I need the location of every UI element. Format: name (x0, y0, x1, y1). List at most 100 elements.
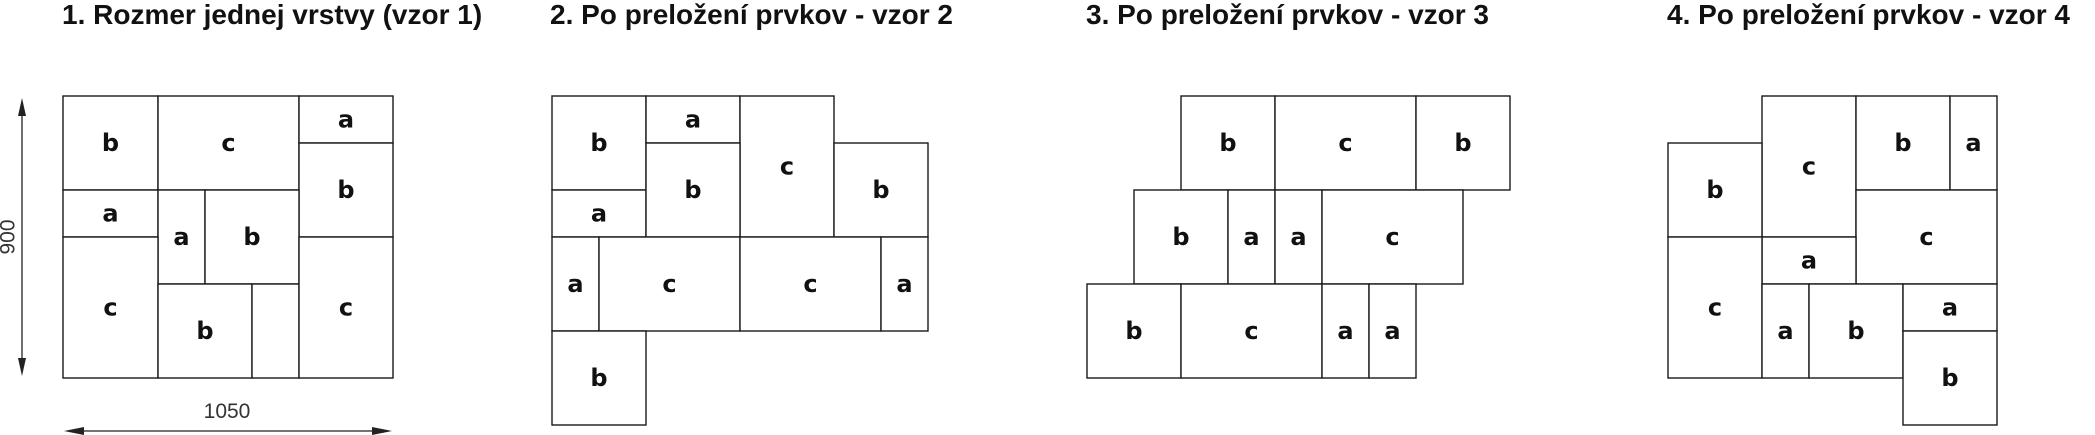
diagram-1: 1. Rozmer jednej vrstvy (vzor 1) b c a a… (0, 0, 482, 435)
diagram-1-tile: b (62, 95, 159, 191)
diagram-2-tile: b (551, 95, 647, 191)
tile-label: a (591, 200, 607, 228)
diagram-2-tile: c (739, 236, 882, 332)
diagram-1-tile: b (157, 283, 253, 379)
diagram-2-tile: b (551, 330, 647, 426)
diagram-4-tile: c (1855, 189, 1998, 285)
tile-label: b (196, 317, 213, 345)
tile-label: a (173, 223, 189, 251)
tile-label: a (1777, 317, 1793, 345)
diagram-2-tile: a (645, 95, 741, 144)
tile-label: c (221, 129, 235, 157)
tile-label: c (662, 270, 676, 298)
diagram-3-tile: a (1227, 189, 1276, 285)
diagram-4-tile: c (1761, 95, 1857, 238)
diagram-2-tile: b (833, 142, 929, 238)
tile-label: b (590, 364, 607, 392)
diagram-1-tile (251, 283, 300, 379)
height-dimension: 900 (0, 98, 26, 376)
diagram-3-tile: b (1415, 95, 1511, 191)
diagram-4-tile: b (1808, 283, 1904, 379)
tile-label: c (1708, 294, 1722, 322)
diagram-1-tile: c (62, 236, 159, 379)
diagram-4-tile: a (1902, 283, 1998, 332)
tile-label: c (780, 153, 794, 181)
tile-label: b (684, 176, 701, 204)
diagram-3-tile: c (1274, 95, 1417, 191)
tile-label: c (803, 270, 817, 298)
tile-label: a (567, 270, 583, 298)
diagram-2-tile: c (739, 95, 835, 238)
tile-label: b (872, 176, 889, 204)
tile-label: a (1965, 129, 1981, 157)
tile-label: b (1125, 317, 1142, 345)
tile-label: b (1219, 129, 1236, 157)
tile-label: a (102, 200, 118, 228)
width-label: 1050 (204, 400, 251, 423)
diagram-3: 3. Po preložení prvkov - vzor 3 b c b b … (1086, 0, 1511, 379)
diagram-2-tile: a (551, 236, 600, 332)
tile-label: b (1941, 364, 1958, 392)
diagram-1-tile: b (204, 189, 300, 285)
tile-label: b (1172, 223, 1189, 251)
diagram-3-tile: c (1180, 283, 1323, 379)
tile-label: c (1244, 317, 1258, 345)
diagram-3-tile: a (1368, 283, 1417, 379)
tile-label: b (1706, 176, 1723, 204)
diagram-3-tile: a (1321, 283, 1370, 379)
diagram-2-title: 2. Po preložení prvkov - vzor 2 (550, 0, 953, 30)
diagram-1-title: 1. Rozmer jednej vrstvy (vzor 1) (62, 0, 482, 30)
diagram-4-title: 4. Po preložení prvkov - vzor 4 (1667, 0, 2070, 30)
diagram-2-tile: b (645, 142, 741, 238)
tile-label: b (1454, 129, 1471, 157)
tile-label: a (338, 106, 354, 134)
diagram-2-tile: a (880, 236, 929, 332)
tile-label: a (1942, 294, 1958, 322)
diagram-1-tile: c (298, 236, 394, 379)
diagram-3-title: 3. Po preložení prvkov - vzor 3 (1086, 0, 1489, 30)
diagram-3-tile: c (1321, 189, 1464, 285)
diagram-4-tile: b (1667, 142, 1763, 238)
tile-label: b (590, 129, 607, 157)
tile-label: a (685, 106, 701, 134)
tile-label: c (1802, 153, 1816, 181)
diagram-1-tile: a (62, 189, 159, 238)
tile-label: a (1337, 317, 1353, 345)
tile-label: b (1847, 317, 1864, 345)
diagram-3-tile: b (1180, 95, 1276, 191)
diagram-4-tile: c (1667, 236, 1763, 379)
diagram-4-tile: a (1761, 283, 1810, 379)
diagram-4-tile: a (1949, 95, 1998, 191)
tile-label: c (1338, 129, 1352, 157)
diagram-3-tile: b (1086, 283, 1182, 379)
diagram-4-tile: b (1855, 95, 1951, 191)
diagram-2: 2. Po preložení prvkov - vzor 2 b a c b … (550, 0, 953, 426)
tile-label: b (1894, 129, 1911, 157)
tile-label: c (1385, 223, 1399, 251)
tile-label: a (1384, 317, 1400, 345)
diagram-2-tile: c (598, 236, 741, 332)
tile-label: c (339, 294, 353, 322)
tile-label: b (243, 223, 260, 251)
diagram-1-tile: a (157, 189, 206, 285)
diagram-1-tile: b (298, 142, 394, 238)
diagram-4-tile: a (1761, 236, 1857, 285)
tile-label: c (1919, 223, 1933, 251)
diagram-2-tile: a (551, 189, 647, 238)
tile-label: b (102, 129, 119, 157)
width-dimension: 1050 (64, 400, 392, 435)
diagram-3-tile: a (1274, 189, 1323, 285)
tile-label: a (896, 270, 912, 298)
tile-label: b (337, 176, 354, 204)
diagram-4-tile: b (1902, 330, 1998, 426)
height-label: 900 (0, 219, 20, 254)
diagram-4: 4. Po preložení prvkov - vzor 4 c b a b … (1667, 0, 2070, 426)
tile-label: a (1290, 223, 1306, 251)
tile-label: a (1243, 223, 1259, 251)
tile-label: a (1801, 247, 1817, 275)
diagram-1-tile: c (157, 95, 300, 191)
diagram-3-tile: b (1133, 189, 1229, 285)
diagram-1-tile: a (298, 95, 394, 144)
tile-label: c (103, 294, 117, 322)
